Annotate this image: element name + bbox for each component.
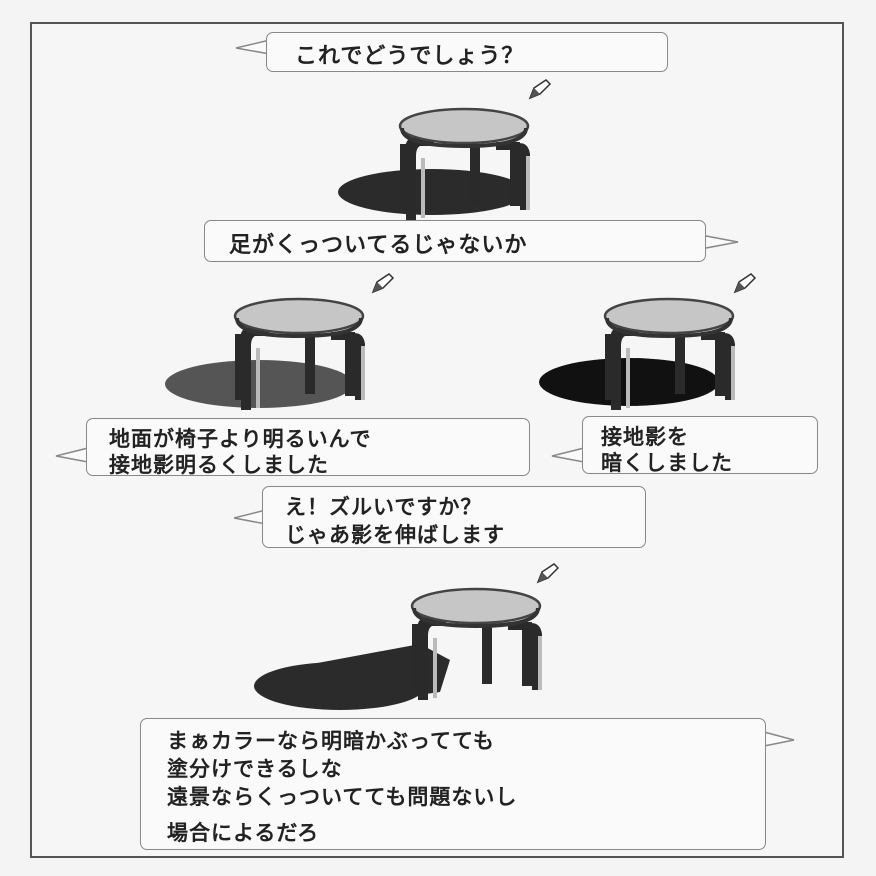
stool-illustration xyxy=(165,273,394,412)
stool-illustration xyxy=(338,79,551,222)
pencil-cursor-icon xyxy=(529,79,551,99)
bubble-tail xyxy=(235,39,271,55)
stool-illustration xyxy=(539,273,756,412)
bubble-tail xyxy=(763,731,795,747)
bubble-tail xyxy=(551,447,585,463)
speech-text: 場合によるだろ xyxy=(167,821,320,845)
speech-text: 足がくっついてるじゃないか xyxy=(229,233,528,258)
speech-text: まぁカラーなら明暗かぶってても xyxy=(167,729,495,753)
speech-bubble: まぁカラーなら明暗かぶってても 塗分けできるしな 遠景ならくっついてても問題ない… xyxy=(140,718,766,850)
pencil-cursor-icon xyxy=(537,563,559,583)
speech-text: 塗分けできるしな xyxy=(167,757,343,781)
stool-illustration xyxy=(254,563,559,710)
speech-text: 暗くしました xyxy=(601,451,733,475)
speech-bubble: え！ズルいですか？ じゃあ影を伸ばします xyxy=(262,486,646,548)
speech-text: 地面が椅子より明るいんで xyxy=(109,427,372,451)
speech-text: 接地影明るくしました xyxy=(109,453,329,477)
speech-text: え！ズルいですか？ xyxy=(285,495,483,519)
speech-text: じゃあ影を伸ばします xyxy=(285,523,505,547)
speech-text: 遠景ならくっついてても問題ないし xyxy=(167,785,518,809)
bubble-tail xyxy=(55,447,89,463)
speech-bubble: 足がくっついてるじゃないか xyxy=(204,220,706,262)
speech-text: これでどうでしょう？ xyxy=(295,44,525,69)
bubble-tail xyxy=(233,509,267,525)
speech-text: 接地影を xyxy=(601,425,689,449)
pencil-cursor-icon xyxy=(372,273,394,293)
pencil-cursor-icon xyxy=(734,273,756,293)
speech-bubble: 地面が椅子より明るいんで 接地影明るくしました xyxy=(86,418,530,477)
speech-bubble: 接地影を 暗くしました xyxy=(582,416,818,475)
speech-bubble: これでどうでしょう？ xyxy=(266,32,668,72)
bubble-tail xyxy=(705,235,739,249)
